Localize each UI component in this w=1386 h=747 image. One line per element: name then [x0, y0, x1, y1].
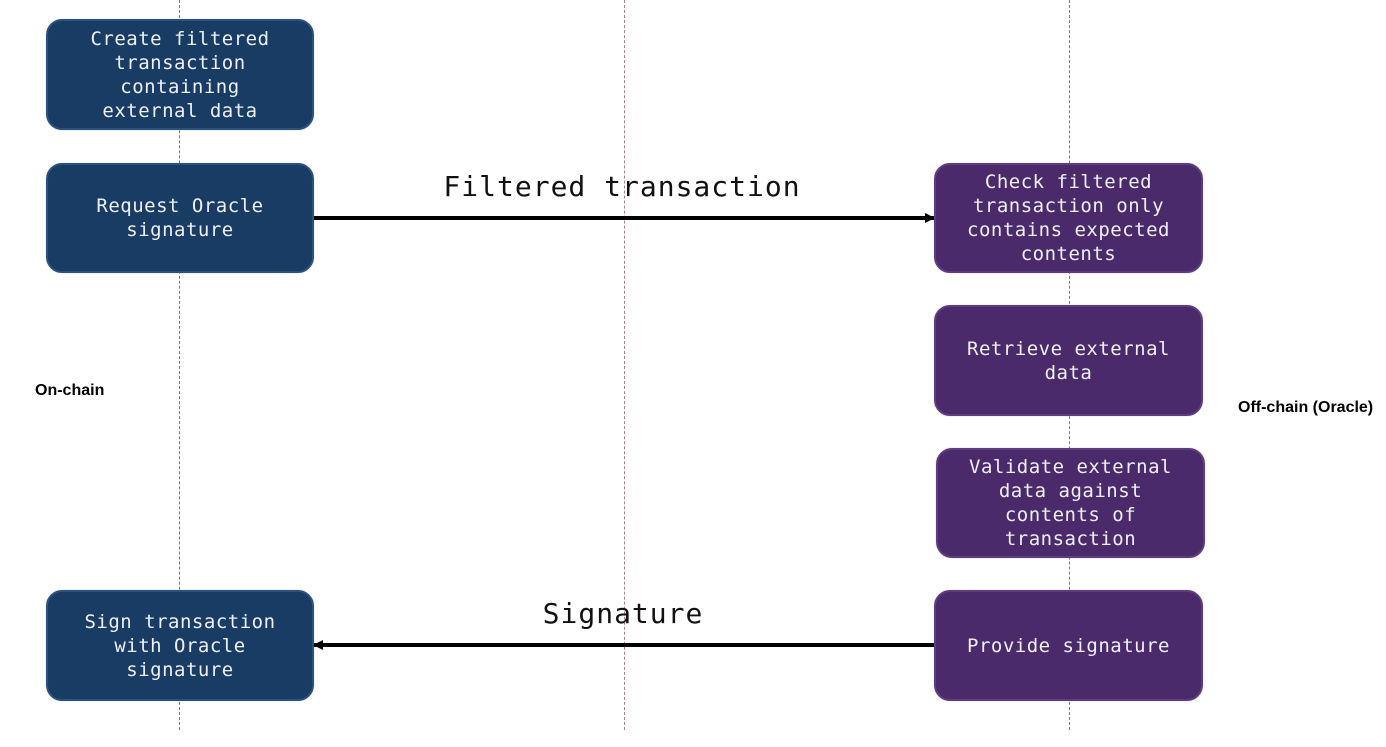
on-chain-lifeline [179, 0, 180, 730]
validate-external-data-text: Validate external data against contents … [969, 456, 1172, 550]
request-oracle-signature-text: Request Oracle signature [96, 195, 264, 241]
sign-transaction-text: Sign transaction with Oracle signature [84, 610, 276, 681]
center-divider-line [624, 0, 625, 730]
provide-signature-step: Provide signature [934, 590, 1203, 701]
check-filtered-transaction-text: Check filtered transaction only contains… [967, 171, 1170, 265]
create-filtered-transaction-step: Create filtered transaction containing e… [46, 19, 314, 130]
check-filtered-transaction-step: Check filtered transaction only contains… [934, 163, 1203, 273]
request-oracle-signature-step: Request Oracle signature [46, 163, 314, 273]
validate-external-data-step: Validate external data against contents … [936, 448, 1205, 558]
provide-signature-text: Provide signature [967, 634, 1170, 657]
retrieve-external-data-step: Retrieve external data [934, 305, 1203, 416]
off-chain-oracle-label: Off-chain (Oracle) [1238, 399, 1374, 416]
filtered-transaction-label: Filtered transaction [443, 170, 801, 203]
signature-label: Signature [542, 597, 704, 630]
sign-transaction-step: Sign transaction with Oracle signature [46, 590, 314, 701]
retrieve-external-data-text: Retrieve external data [967, 337, 1170, 384]
on-chain-label: On-chain [35, 382, 105, 399]
create-filtered-transaction-text: Create filtered transaction containing e… [90, 27, 270, 122]
